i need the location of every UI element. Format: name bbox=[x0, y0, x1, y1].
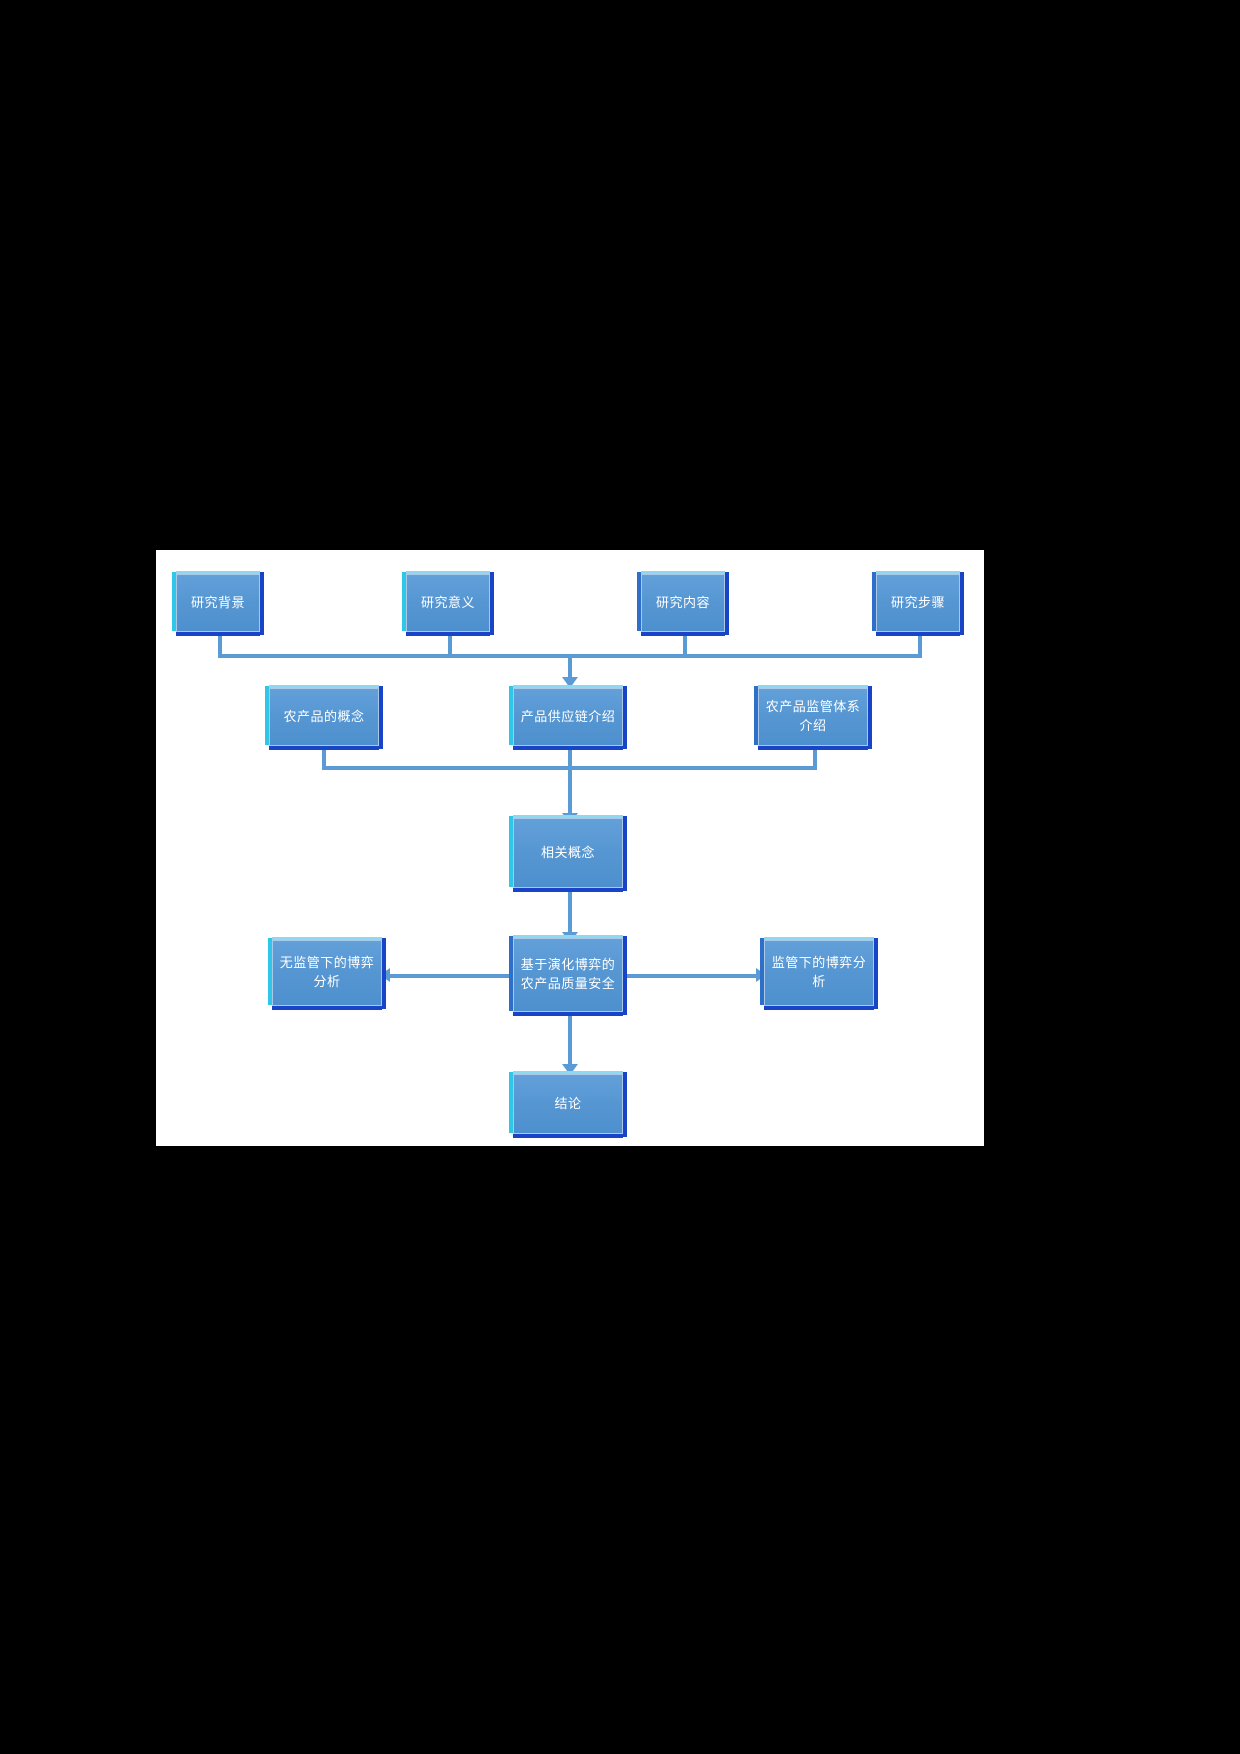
node-top-edge bbox=[176, 571, 260, 574]
connector-n4-down bbox=[918, 632, 922, 656]
node-label: 研究背景 bbox=[190, 595, 245, 611]
node-bottom-edge bbox=[876, 632, 960, 636]
node-top-edge bbox=[764, 937, 874, 940]
node-label: 基于演化博弈的农产品质量安全 bbox=[520, 958, 616, 992]
node-label: 农产品的概念 bbox=[283, 709, 365, 725]
node-research-steps[interactable]: 研究步骤 bbox=[872, 571, 964, 636]
node-research-significance[interactable]: 研究意义 bbox=[402, 571, 494, 636]
node-bottom-edge bbox=[513, 1134, 623, 1138]
node-research-content[interactable]: 研究内容 bbox=[637, 571, 729, 636]
node-bottom-edge bbox=[513, 1012, 623, 1016]
node-bottom-edge bbox=[176, 632, 260, 636]
node-bottom-edge bbox=[641, 632, 725, 636]
node-bottom-edge bbox=[272, 1006, 382, 1010]
node-label: 结论 bbox=[554, 1096, 582, 1112]
node-bottom-edge bbox=[269, 746, 379, 750]
connector-n3-down bbox=[683, 632, 687, 656]
diagram-canvas: 研究背景 研究意义 研究内容 研究步骤 农产品的概念 产品供应链介绍 bbox=[156, 550, 984, 1146]
node-label: 产品供应链介绍 bbox=[520, 709, 616, 725]
connector-n5-down bbox=[322, 746, 326, 768]
black-panel-top bbox=[156, 196, 984, 550]
node-top-edge bbox=[272, 937, 382, 940]
node-bottom-edge bbox=[758, 746, 868, 750]
connector-n10-to-n9 bbox=[388, 974, 568, 978]
node-game-analysis-regulated[interactable]: 监管下的博弈分析 bbox=[760, 937, 878, 1010]
node-bottom-edge bbox=[764, 1006, 874, 1010]
node-bottom-edge bbox=[513, 888, 623, 892]
arrowhead-into-n12 bbox=[562, 1064, 578, 1075]
node-label: 农产品监管体系介绍 bbox=[765, 700, 861, 734]
node-related-concepts[interactable]: 相关概念 bbox=[509, 815, 627, 892]
node-label: 研究步骤 bbox=[890, 595, 945, 611]
node-label: 相关概念 bbox=[540, 845, 595, 861]
node-top-edge bbox=[406, 571, 490, 574]
node-top-edge bbox=[513, 685, 623, 688]
arrowhead-into-n6 bbox=[562, 677, 578, 688]
connector-bus1-to-n6 bbox=[568, 654, 572, 683]
connector-n6-down bbox=[568, 746, 572, 768]
node-top-edge bbox=[641, 571, 725, 574]
connector-bus2-to-n8 bbox=[568, 766, 572, 819]
connector-n1-down bbox=[218, 632, 222, 656]
node-supply-chain-intro[interactable]: 产品供应链介绍 bbox=[509, 685, 627, 750]
node-regulatory-system-intro[interactable]: 农产品监管体系介绍 bbox=[754, 685, 872, 750]
connector-n7-down bbox=[813, 746, 817, 768]
node-top-edge bbox=[513, 1071, 623, 1074]
node-label: 研究意义 bbox=[420, 595, 475, 611]
node-agri-product-concept[interactable]: 农产品的概念 bbox=[265, 685, 383, 750]
node-conclusion[interactable]: 结论 bbox=[509, 1071, 627, 1138]
node-top-edge bbox=[758, 685, 868, 688]
connector-n2-down bbox=[448, 632, 452, 656]
black-panel-bottom bbox=[156, 1146, 984, 1506]
connector-n10-to-n12 bbox=[568, 1012, 572, 1070]
node-top-edge bbox=[269, 685, 379, 688]
node-label: 研究内容 bbox=[655, 595, 710, 611]
node-research-background[interactable]: 研究背景 bbox=[172, 571, 264, 636]
node-game-analysis-unregulated[interactable]: 无监管下的博弈分析 bbox=[268, 937, 386, 1010]
node-label: 无监管下的博弈分析 bbox=[279, 956, 375, 990]
node-label: 监管下的博弈分析 bbox=[771, 956, 867, 990]
node-top-edge bbox=[513, 935, 623, 938]
node-top-edge bbox=[876, 571, 960, 574]
connector-n8-to-n10 bbox=[568, 888, 572, 938]
node-bottom-edge bbox=[513, 746, 623, 750]
connector-n10-to-n11 bbox=[624, 974, 759, 978]
node-top-edge bbox=[513, 815, 623, 818]
node-evolutionary-game-quality-safety[interactable]: 基于演化博弈的农产品质量安全 bbox=[509, 935, 627, 1016]
node-bottom-edge bbox=[406, 632, 490, 636]
